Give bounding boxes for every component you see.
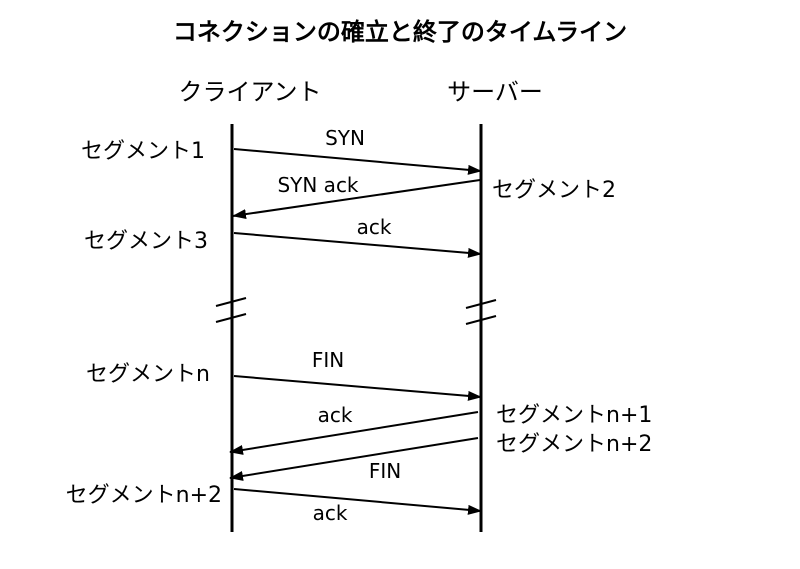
- client-segment-label: セグメントn: [86, 362, 210, 387]
- syn-label: SYN: [325, 126, 365, 150]
- server-segment-label: セグメント2: [492, 178, 616, 203]
- client-segment-label: セグメント3: [84, 229, 208, 254]
- ack-label-1: ack: [357, 215, 392, 239]
- client-label: クライアント: [178, 78, 321, 106]
- syn-ack-label: SYN ack: [277, 173, 358, 197]
- syn-arrow: [233, 148, 482, 175]
- ack-label-2: ack: [318, 403, 353, 427]
- ack-arrow-2: [229, 411, 479, 455]
- syn-ack-arrow: [232, 179, 481, 220]
- client-segment-label: セグメントn+2: [66, 483, 222, 508]
- ack-label-3: ack: [313, 501, 348, 525]
- ack-arrow-1: [233, 232, 482, 258]
- fin-arrow-2: [229, 437, 479, 481]
- diagram-title: コネクションの確立と終了のタイムライン: [173, 18, 627, 46]
- server-segment-label: セグメントn+2: [496, 432, 652, 457]
- ack-arrow-3: [233, 488, 482, 515]
- server-label: サーバー: [447, 78, 543, 106]
- client-segment-label: セグメント1: [81, 139, 205, 164]
- client-break-mark: [215, 297, 247, 323]
- server-break-mark: [465, 299, 497, 325]
- fin-label-2: FIN: [369, 459, 401, 483]
- server-segment-label: セグメントn+1: [496, 403, 652, 428]
- fin-label-1: FIN: [312, 348, 344, 372]
- fin-arrow-1: [233, 375, 482, 401]
